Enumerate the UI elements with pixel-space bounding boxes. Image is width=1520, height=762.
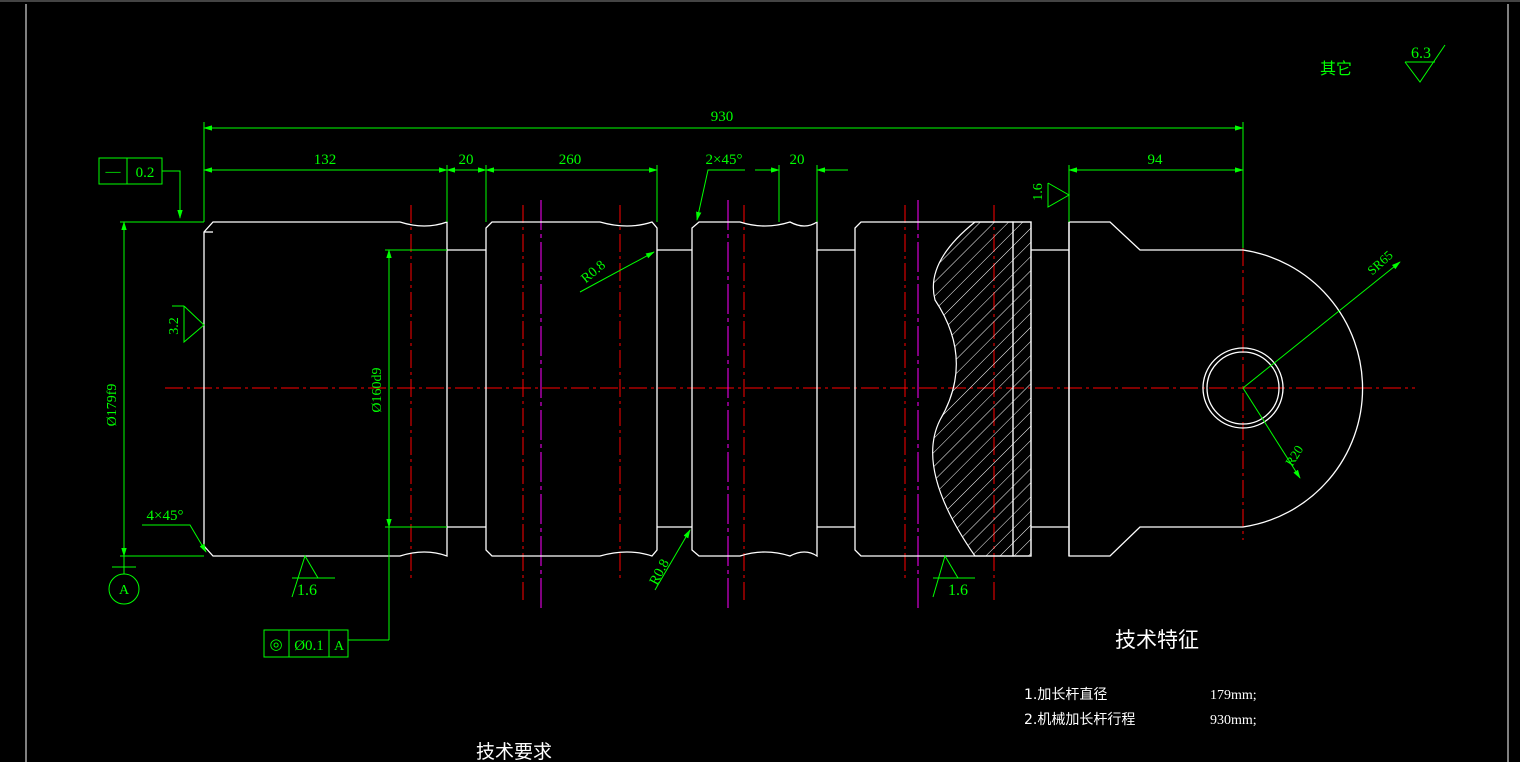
dim-chamfer-2x45: 2×45°: [706, 152, 743, 168]
flatness-symbol: —: [105, 164, 122, 180]
dim-94: 94: [1148, 152, 1164, 168]
center-lines: [165, 190, 1415, 600]
dim-chamfer-4x45: 4×45°: [147, 508, 184, 524]
hatched-section: [932, 221, 1032, 557]
tech-feature-1-label: 1.加长杆直径: [1024, 686, 1107, 703]
dim-930: 930: [711, 109, 734, 125]
coaxiality-datum: A: [334, 639, 345, 654]
tech-feature-2-value: 930mm;: [1210, 713, 1257, 728]
phantom-lines: [540, 200, 919, 608]
roughness-other-value: 6.3: [1411, 45, 1431, 62]
flatness-frame: [98, 157, 163, 185]
tech-requirements-title: 技术要求: [476, 741, 552, 762]
roughness-bottom-mid: 1.6: [948, 582, 968, 599]
roughness-right-face: 1.6: [1031, 183, 1046, 201]
dim-260: 260: [559, 152, 582, 168]
tech-feature-1-value: 179mm;: [1210, 688, 1257, 703]
dim-132: 132: [314, 152, 337, 168]
dim-20-a: 20: [459, 152, 474, 168]
coaxiality-symbol: ◎: [269, 635, 282, 653]
coaxiality-frame: [263, 629, 349, 658]
roughness-symbols: [172, 44, 1446, 598]
tech-features-title: 技术特征: [1115, 628, 1199, 652]
datum-label: A: [119, 583, 130, 598]
roughness-other-label: 其它: [1320, 59, 1352, 78]
dim-r20: R20: [1282, 442, 1306, 468]
dim-dia-179: Ø179f9: [105, 384, 120, 427]
flatness-value: 0.2: [136, 165, 155, 181]
dim-sr65: SR65: [1364, 247, 1396, 277]
dim-dia-160: Ø160d9: [370, 367, 385, 412]
tech-feature-2-label: 2.机械加长杆行程: [1024, 712, 1135, 728]
dim-r08-bottom: R0.8: [647, 557, 673, 588]
coaxiality-value: Ø0.1: [294, 638, 324, 654]
dim-20-b: 20: [790, 152, 805, 168]
roughness-left-face: 3.2: [167, 317, 182, 335]
dim-r08-top: R0.8: [579, 258, 609, 287]
roughness-bottom-left: 1.6: [297, 582, 317, 599]
dimension-lines: [108, 122, 1401, 641]
